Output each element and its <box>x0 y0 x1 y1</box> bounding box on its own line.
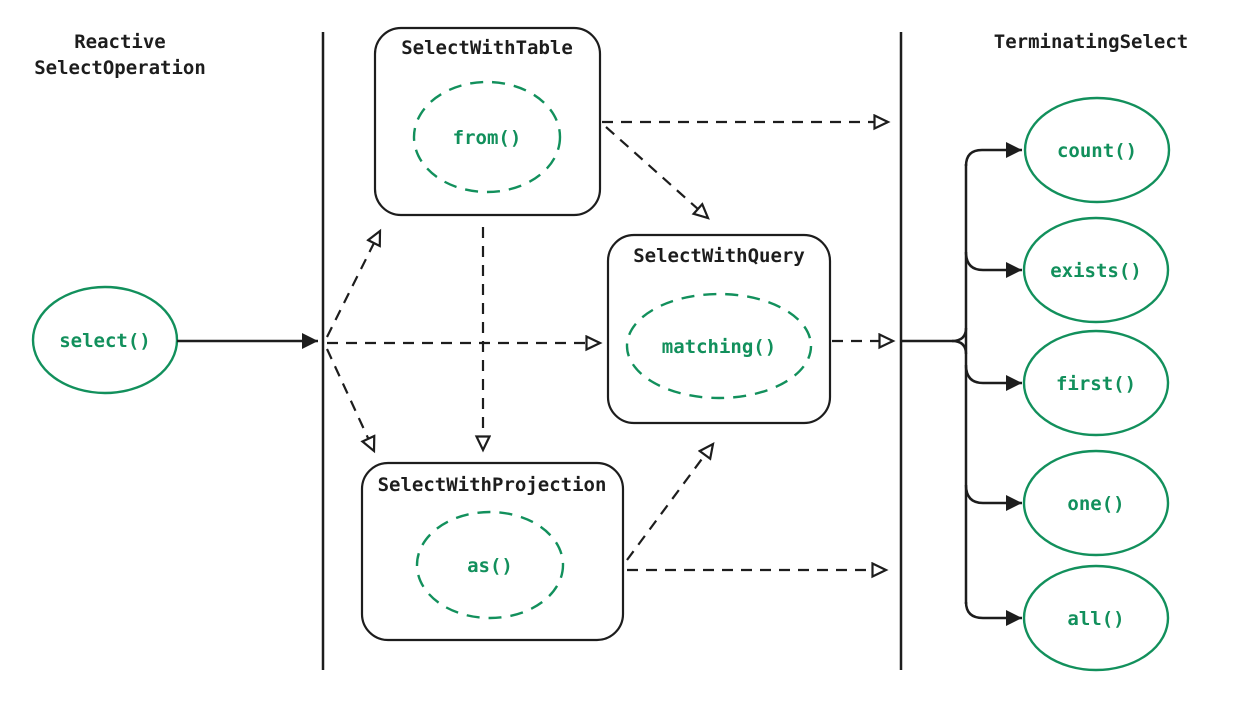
node-select-with-table: SelectWithTable from() <box>373 26 602 217</box>
terminal-connector-tree <box>901 142 1022 626</box>
node-select: select() <box>31 285 179 395</box>
matching-label: matching() <box>662 336 776 358</box>
left-column-title: Reactive SelectOperation <box>34 31 206 79</box>
node-select-with-query: SelectWithQuery matching() <box>606 233 832 425</box>
all-ellipse <box>1022 564 1170 672</box>
all-label: all() <box>1067 608 1124 630</box>
first-label: first() <box>1056 373 1136 395</box>
arrow-projection-to-query <box>626 444 713 561</box>
from-ellipse <box>412 80 562 194</box>
first-ellipse <box>1022 329 1170 437</box>
select-with-query-box <box>606 233 832 425</box>
count-ellipse <box>1023 96 1171 204</box>
matching-ellipse <box>625 292 813 400</box>
select-with-query-title: SelectWithQuery <box>633 245 805 267</box>
as-ellipse <box>415 510 565 620</box>
select-with-table-box <box>373 26 602 217</box>
select-with-projection-title: SelectWithProjection <box>378 474 607 496</box>
connector-junction-up <box>901 327 968 343</box>
node-all: all() <box>1022 564 1170 672</box>
select-label: select() <box>59 330 151 352</box>
node-select-with-projection: SelectWithProjection as() <box>360 461 625 642</box>
arrow-to-all <box>964 601 1022 626</box>
arrow-to-count <box>964 142 1022 167</box>
arrow-table-to-query <box>605 126 708 218</box>
exists-ellipse <box>1022 216 1170 324</box>
select-with-projection-box <box>360 461 625 642</box>
count-label: count() <box>1057 140 1137 162</box>
one-ellipse <box>1022 449 1170 557</box>
left-column-title-line1: Reactive <box>74 31 166 53</box>
right-column-title: TerminatingSelect <box>994 31 1188 53</box>
node-count: count() <box>1023 96 1171 204</box>
from-label: from() <box>453 127 522 149</box>
select-with-table-title: SelectWithTable <box>401 37 573 59</box>
exists-label: exists() <box>1050 260 1142 282</box>
node-exists: exists() <box>1022 216 1170 324</box>
left-column-title-line2: SelectOperation <box>34 57 206 79</box>
node-one: one() <box>1022 449 1170 557</box>
arrow-to-one <box>964 484 1022 511</box>
arrow-to-exists <box>964 251 1022 278</box>
connector-junction-down <box>951 339 968 355</box>
arrow-to-first <box>964 364 1022 391</box>
node-first: first() <box>1022 329 1170 437</box>
as-label: as() <box>467 555 513 577</box>
arrow-fanout-to-select-with-table <box>326 231 380 338</box>
arrow-fanout-to-select-with-projection <box>326 348 374 451</box>
one-label: one() <box>1067 493 1124 515</box>
